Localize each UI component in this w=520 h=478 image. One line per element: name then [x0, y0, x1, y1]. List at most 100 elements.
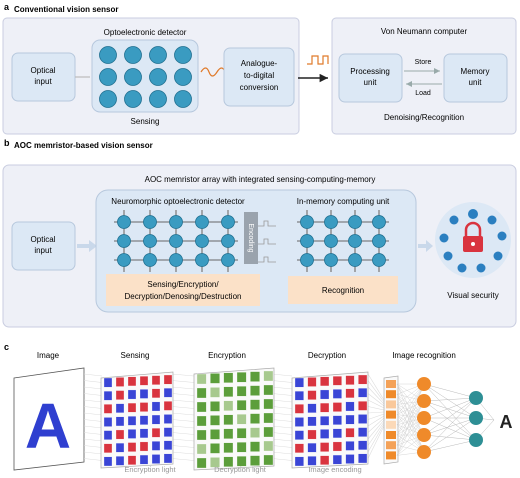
encryption-grid-cell: [210, 415, 220, 426]
light-ray: [171, 438, 195, 442]
nn-edge: [423, 383, 477, 399]
phone-icon: [449, 215, 459, 225]
detector-pixel: [174, 68, 192, 86]
sensing-grid-cell: [163, 453, 173, 464]
sensing-grid-cell: [127, 402, 137, 413]
light-ray: [367, 421, 385, 446]
hidden-neuron: [417, 428, 431, 442]
sensing-grid-cell: [115, 377, 125, 387]
adc-label-2: to-digital: [244, 71, 274, 80]
sensing-grid-cell: [115, 390, 125, 400]
sensing-grid-cell: [163, 427, 173, 437]
output-neuron: [469, 433, 483, 447]
digital-wave-icon: [307, 55, 329, 65]
store-label: Store: [415, 59, 432, 66]
memristor-cell: [143, 253, 157, 267]
sensing-grid-cell: [163, 401, 173, 411]
encoding-cell: [386, 420, 396, 429]
encryption-grid-cell: [223, 442, 234, 453]
nn-edge: [423, 397, 477, 402]
functions-box: [106, 274, 260, 306]
encryption-grid-cell: [263, 454, 274, 466]
sensing-grid-cell: [127, 389, 137, 400]
decryption-grid-cell: [294, 404, 304, 414]
light-ray: [271, 412, 293, 416]
light-ray: [83, 412, 103, 416]
encryption-grid-cell: [210, 401, 220, 412]
sensing-grid-cell: [151, 375, 161, 385]
sensing-grid-cell: [127, 416, 137, 426]
light-ray: [271, 425, 293, 429]
memristor-cell: [117, 234, 131, 248]
panel-a-title: Conventional vision sensor: [14, 5, 118, 14]
panel-a: a Conventional vision sensor Optical inp…: [2, 2, 517, 135]
memristor-cell: [348, 253, 362, 267]
light-ray: [171, 406, 195, 409]
decryption-grid-cell: [358, 440, 368, 451]
optical-input-label-b-2: input: [34, 246, 52, 255]
decryption-grid-cell: [332, 454, 342, 465]
encryption-grid-cell: [236, 414, 247, 425]
sensing-grid-cell: [103, 430, 113, 440]
light-ray: [271, 393, 293, 396]
memory-unit-box: [443, 53, 508, 103]
encoding-pulse-1: [258, 220, 276, 227]
memristor-cell: [117, 215, 131, 229]
optical-input-box-b: [11, 221, 76, 271]
memristor-cell: [195, 253, 209, 267]
encryption-grid-cell: [236, 456, 247, 467]
light-ray: [83, 386, 103, 390]
panel-c: c Image Sensing Encryption Decryption Im…: [4, 342, 513, 474]
sensing-grid-cell: [103, 404, 113, 414]
memory-unit-label-2: unit: [469, 78, 483, 87]
encoding-cell: [386, 380, 396, 388]
light-label-decryption: Decryption light: [214, 465, 267, 474]
memristor-cell: [300, 253, 314, 267]
sensing-grid-cell: [103, 443, 113, 454]
computer-label: Von Neumann computer: [381, 27, 468, 36]
load-label: Load: [415, 90, 431, 97]
car-icon: [439, 233, 449, 243]
nn-edge: [396, 400, 425, 446]
encryption-grid-cell: [223, 414, 234, 425]
memristor-cell: [195, 234, 209, 248]
sensing-grid-cell: [163, 374, 173, 385]
encryption-grid-cell: [210, 443, 220, 454]
detector-label: Optoelectronic detector: [104, 28, 187, 37]
padlock-shackle-icon: [464, 221, 482, 236]
detector-pixel: [149, 68, 167, 86]
encryption-grid-cell: [196, 401, 207, 413]
decryption-grid-cell: [332, 415, 342, 425]
light-ray: [271, 432, 293, 435]
decryption-grid-cell: [294, 417, 304, 427]
decryption-grid-cell: [358, 427, 368, 437]
memristor-cell: [195, 215, 209, 229]
encoding-cell: [386, 390, 396, 399]
encryption-grid-cell: [263, 440, 274, 452]
sensing-grid-cell: [163, 414, 173, 424]
sensing-grid-cell: [115, 403, 125, 413]
nn-edge: [423, 417, 477, 436]
light-ray: [83, 432, 103, 435]
light-ray: [171, 425, 195, 429]
encoding-bar: [244, 212, 258, 264]
light-ray: [271, 438, 293, 442]
sensing-grid-cell: [139, 454, 149, 465]
decryption-grid-cell: [307, 390, 317, 400]
decryption-grid-cell: [345, 401, 355, 412]
sensing-grid-cell: [127, 429, 137, 439]
camera-icon: [468, 209, 478, 219]
nn-edge: [423, 397, 477, 436]
recognition-label: Recognition: [322, 286, 364, 295]
decryption-grid-cell: [307, 403, 317, 413]
light-rays: [83, 373, 385, 461]
processing-unit-label-2: unit: [364, 78, 378, 87]
optical-input-label-a-2: input: [34, 77, 52, 86]
decryption-grid-cell: [320, 376, 330, 387]
sensing-grid-cell: [115, 442, 125, 453]
nn-edge: [396, 383, 425, 436]
stage-label-decryption: Decryption: [308, 351, 346, 360]
memristor-cell: [300, 234, 314, 248]
light-ray: [83, 425, 103, 429]
light-ray: [171, 393, 195, 396]
